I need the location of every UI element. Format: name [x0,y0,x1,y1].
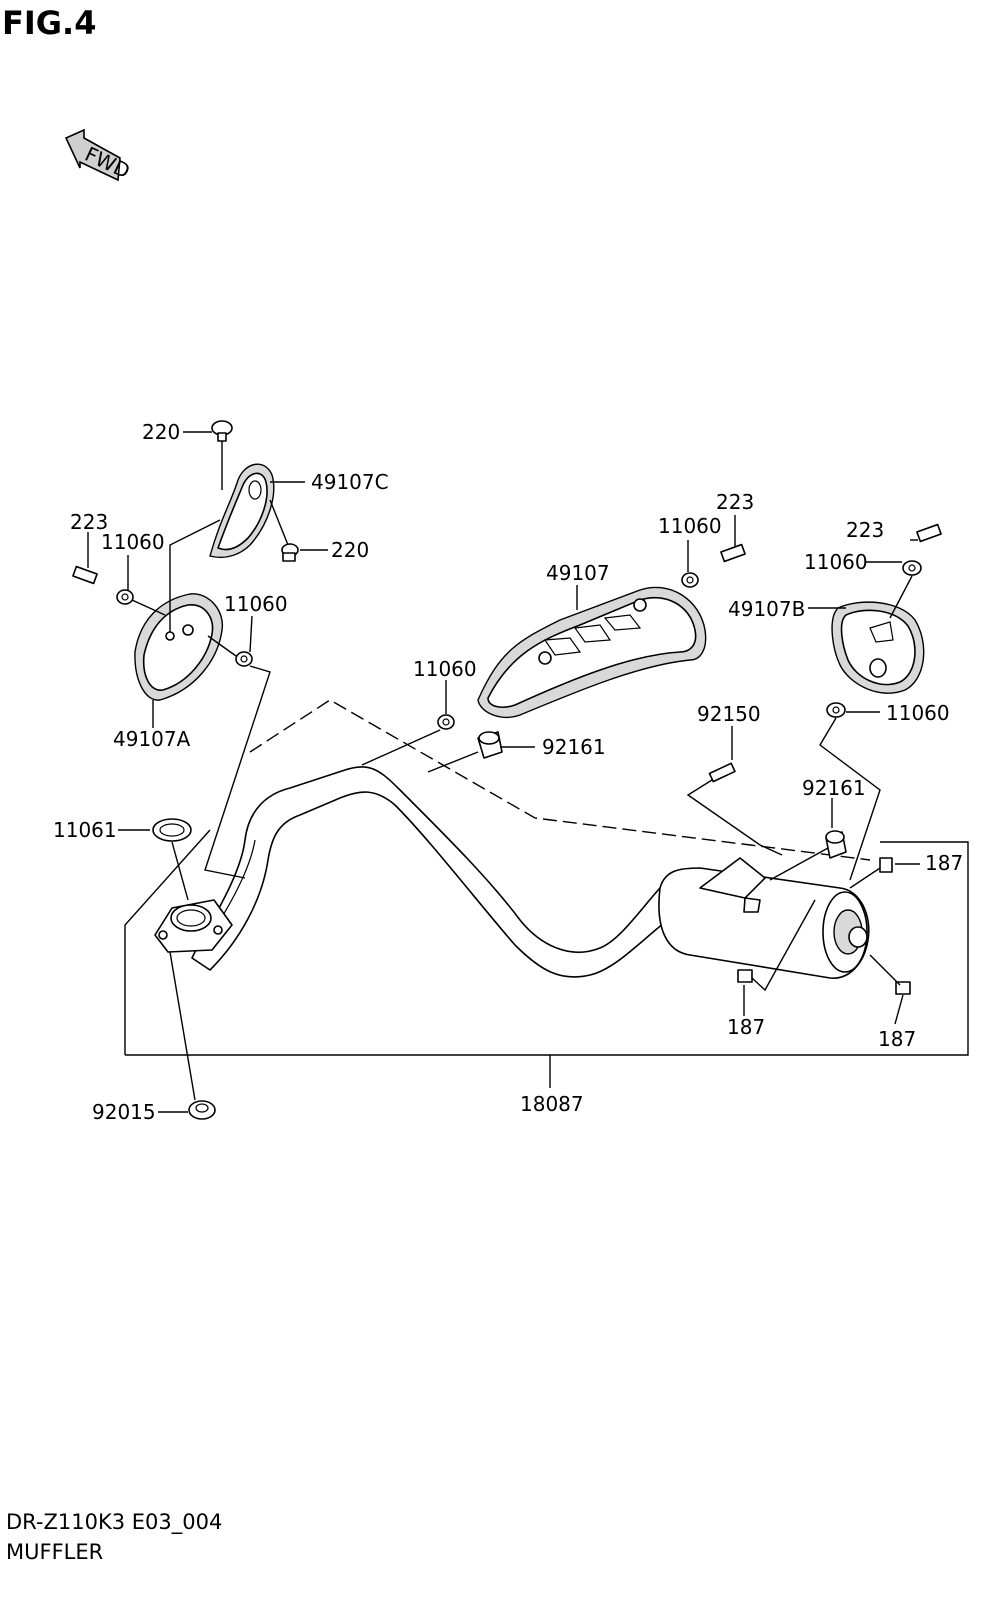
label-11060-c: 11060 [413,657,477,681]
label-49107: 49107 [546,561,610,585]
fwd-label: FWD [81,142,133,183]
heat-shield-c [209,463,275,559]
label-11060-e: 11060 [804,550,868,574]
label-92150: 92150 [697,702,761,726]
pipe-flange [154,899,233,953]
model-code: DR-Z110K3 E03_004 [6,1510,223,1534]
callout-labels: 220 49107C 220 223 11060 11060 49107A 11… [53,420,963,1124]
label-220-top: 220 [142,420,180,444]
label-18087: 18087 [520,1092,584,1116]
label-49107b: 49107B [728,597,805,621]
label-92161-a: 92161 [542,735,606,759]
label-11060-b: 11060 [224,592,288,616]
label-49107c: 49107C [311,470,389,494]
fwd-arrow-icon: FWD [64,128,134,183]
heat-shield-main [477,586,707,718]
muffler-body [658,857,870,979]
figure-title: FIG.4 [2,4,97,42]
label-223-mid: 223 [716,490,754,514]
heat-shield-a [134,593,224,701]
label-11060-d: 11060 [658,514,722,538]
label-92161-b: 92161 [802,776,866,800]
label-223-left: 223 [70,510,108,534]
label-220-right: 220 [331,538,369,562]
leader-lines [87,431,920,1113]
label-11060-a: 11060 [101,530,165,554]
label-49107a: 49107A [113,727,191,751]
label-223-right: 223 [846,518,884,542]
heat-shield-b [831,601,925,694]
assembly-bracket-lines [124,699,969,1088]
label-187-c: 187 [878,1027,916,1051]
label-187-a: 187 [925,851,963,875]
label-11061: 11061 [53,818,117,842]
section-name: MUFFLER [6,1540,104,1564]
exhaust-pipe [191,766,683,978]
label-92015: 92015 [92,1100,156,1124]
label-187-b: 187 [727,1015,765,1039]
fasteners [72,420,942,1120]
label-11060-f: 11060 [886,701,950,725]
